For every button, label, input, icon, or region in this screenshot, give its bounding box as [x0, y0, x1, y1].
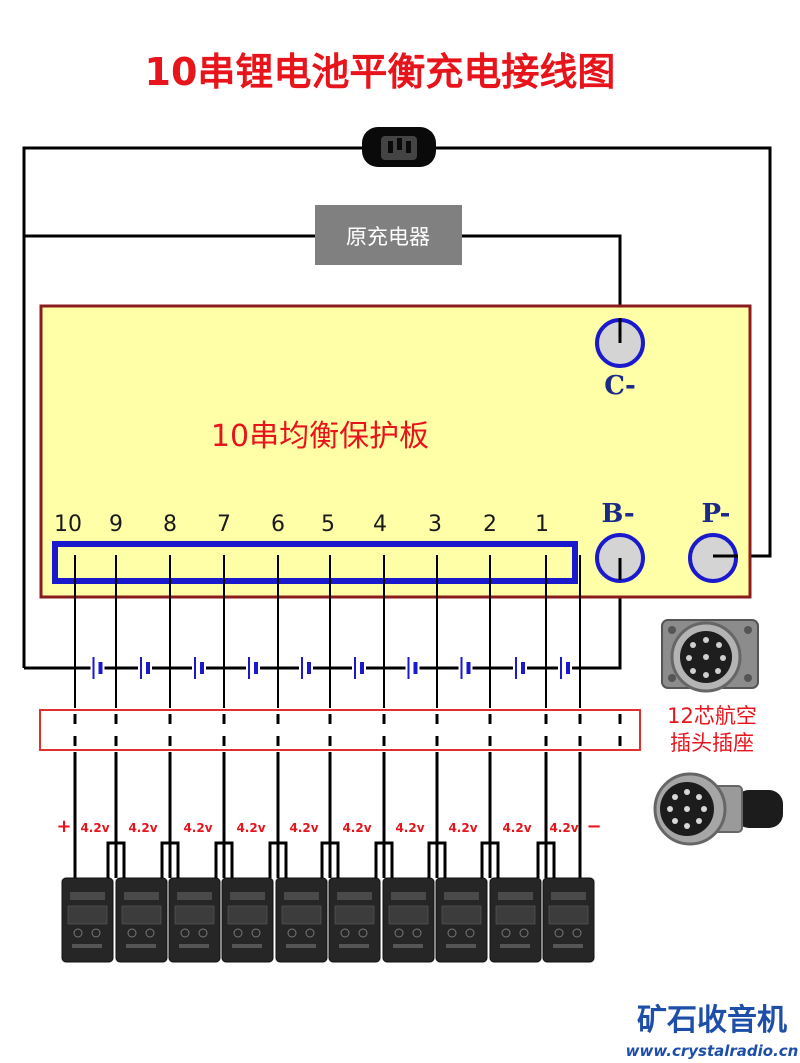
charger-series-jumper	[268, 841, 288, 878]
charger-voltage-label: 4.2v	[549, 821, 578, 835]
terminal-wire-ends	[618, 318, 738, 580]
charger-module	[221, 877, 274, 963]
terminal-b-minus: B-	[595, 499, 645, 583]
cell-number-9: 9	[109, 512, 123, 537]
ac-inlet-plug	[362, 127, 436, 167]
cell-number-7: 7	[217, 512, 231, 537]
charger-voltage-label: 4.2v	[289, 821, 318, 835]
charger-module	[435, 877, 488, 963]
cell-number-labels: 10 9 8 7 6 5 4 3 2 1	[54, 512, 549, 537]
original-charger-label: 原充电器	[346, 225, 430, 249]
charger-voltage-label: 4.2v	[128, 821, 157, 835]
original-charger: 原充电器	[315, 205, 462, 265]
aviation-socket-image	[661, 619, 759, 693]
terminal-p-minus: P-	[688, 499, 738, 583]
charger-series-jumper	[480, 841, 500, 878]
charger-voltage-label: 4.2v	[342, 821, 371, 835]
cell-number-5: 5	[321, 512, 335, 537]
charger-series-jumper	[427, 841, 447, 878]
brand-name: 矿石收音机	[637, 1003, 787, 1038]
balance-lead-wires	[73, 555, 582, 878]
cell-number-2: 2	[483, 512, 497, 537]
charger-voltage-label: 4.2v	[80, 821, 109, 835]
plus-sign: +	[56, 816, 71, 837]
connector-label-line2: 插头插座	[670, 731, 754, 755]
cell-number-3: 3	[428, 512, 442, 537]
charger-module	[382, 877, 435, 963]
charger-modules	[61, 841, 595, 963]
terminal-c-minus-label: C-	[604, 371, 635, 401]
balance-connector-strip	[52, 541, 578, 584]
connector-label-line1: 12芯航空	[667, 704, 757, 728]
charger-module	[542, 877, 595, 963]
cell-number-1: 1	[535, 512, 549, 537]
cell-number-8: 8	[163, 512, 177, 537]
ac-power-wiring	[22, 146, 772, 670]
charger-module	[115, 877, 168, 963]
charger-series-jumper	[536, 841, 556, 878]
charger-voltage-label: 4.2v	[502, 821, 531, 835]
board-label: 10串均衡保护板	[211, 419, 429, 454]
brand-url: www.crystalradio.cn	[626, 1042, 799, 1060]
terminal-p-minus-label: P-	[702, 499, 731, 529]
cell-number-6: 6	[271, 512, 285, 537]
terminal-b-minus-label: B-	[601, 499, 634, 529]
battery-cells	[90, 657, 572, 679]
charger-module	[61, 877, 114, 963]
charger-series-jumper	[214, 841, 234, 878]
charger-voltage-label: 4.2v	[395, 821, 424, 835]
aviation-connector-outline	[39, 709, 641, 751]
charger-series-jumper	[320, 841, 340, 878]
aviation-plug-image	[653, 772, 783, 846]
charger-series-jumper	[106, 841, 126, 878]
minus-sign: −	[586, 816, 601, 837]
connector-pin-breaks	[73, 714, 622, 746]
charger-series-jumper	[160, 841, 180, 878]
cell-number-10: 10	[54, 512, 82, 537]
charger-voltage-label: 4.2v	[448, 821, 477, 835]
charger-module	[275, 877, 328, 963]
charger-module	[489, 877, 542, 963]
cell-number-4: 4	[373, 512, 387, 537]
charger-voltage-labels: 4.2v 4.2v 4.2v 4.2v 4.2v 4.2v 4.2v 4.2v 4.2v 4.2v	[80, 821, 578, 835]
charger-module	[328, 877, 381, 963]
charger-series-jumper	[374, 841, 394, 878]
charger-module	[168, 877, 221, 963]
diagram-title: 10串锂电池平衡充电接线图	[145, 50, 616, 94]
charger-voltage-label: 4.2v	[183, 821, 212, 835]
charger-voltage-label: 4.2v	[236, 821, 265, 835]
